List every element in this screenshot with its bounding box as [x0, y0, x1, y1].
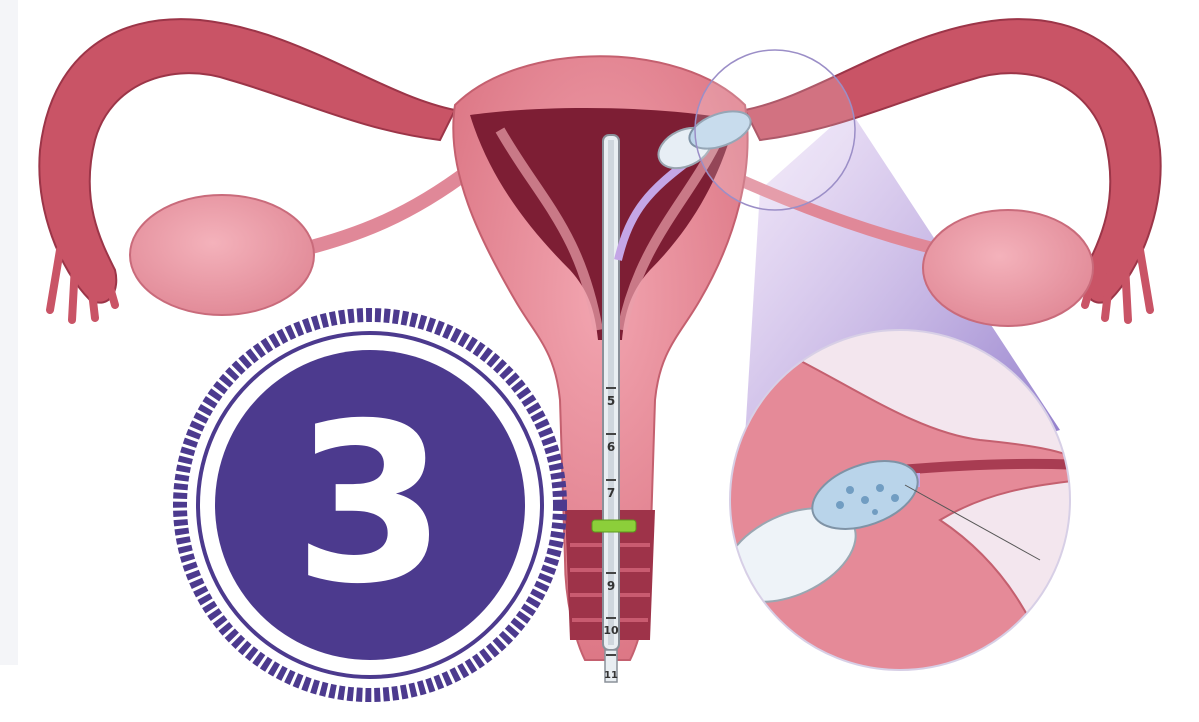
catheter-tick-9: 9	[607, 579, 615, 593]
catheter-tick-5: 5	[607, 394, 615, 408]
catheter-tick-10: 10	[603, 624, 619, 637]
magnify-circle-small	[695, 50, 855, 210]
catheter-band	[592, 520, 636, 532]
catheter-tick-11: 11	[604, 670, 618, 681]
catheter-tick-6: 6	[607, 440, 615, 454]
right-ovary	[923, 210, 1093, 326]
left-ovarian-ligament	[300, 170, 470, 250]
catheter-tick-7: 7	[607, 486, 615, 500]
step-badge: 3	[180, 315, 560, 695]
left-ovary	[130, 195, 314, 315]
step-number: 3	[293, 376, 446, 632]
